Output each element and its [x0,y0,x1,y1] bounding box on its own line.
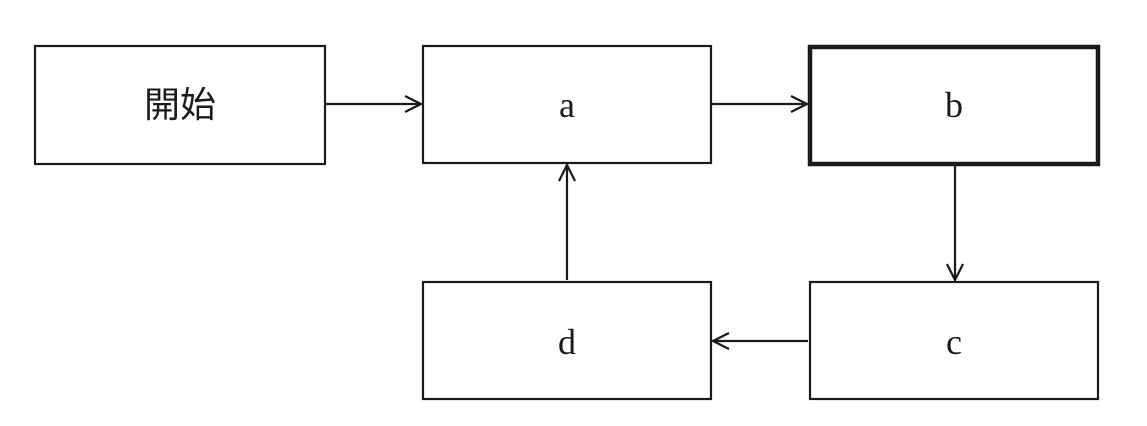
node-a-label: a [559,85,575,125]
node-c-label: c [946,322,962,362]
node-b-box [807,44,1101,167]
node-start-box [33,44,327,166]
node-a-box [421,44,713,165]
node-b-label: b [945,85,963,125]
node-d-box [421,280,713,401]
node-start: 開始 [33,44,327,166]
node-d-label: d [558,322,576,362]
node-d: d [421,280,713,401]
node-c: c [808,280,1100,401]
node-start-label: 開始 [144,85,216,125]
node-b: b [807,44,1101,167]
node-c-box [808,280,1100,401]
node-a: a [421,44,713,165]
